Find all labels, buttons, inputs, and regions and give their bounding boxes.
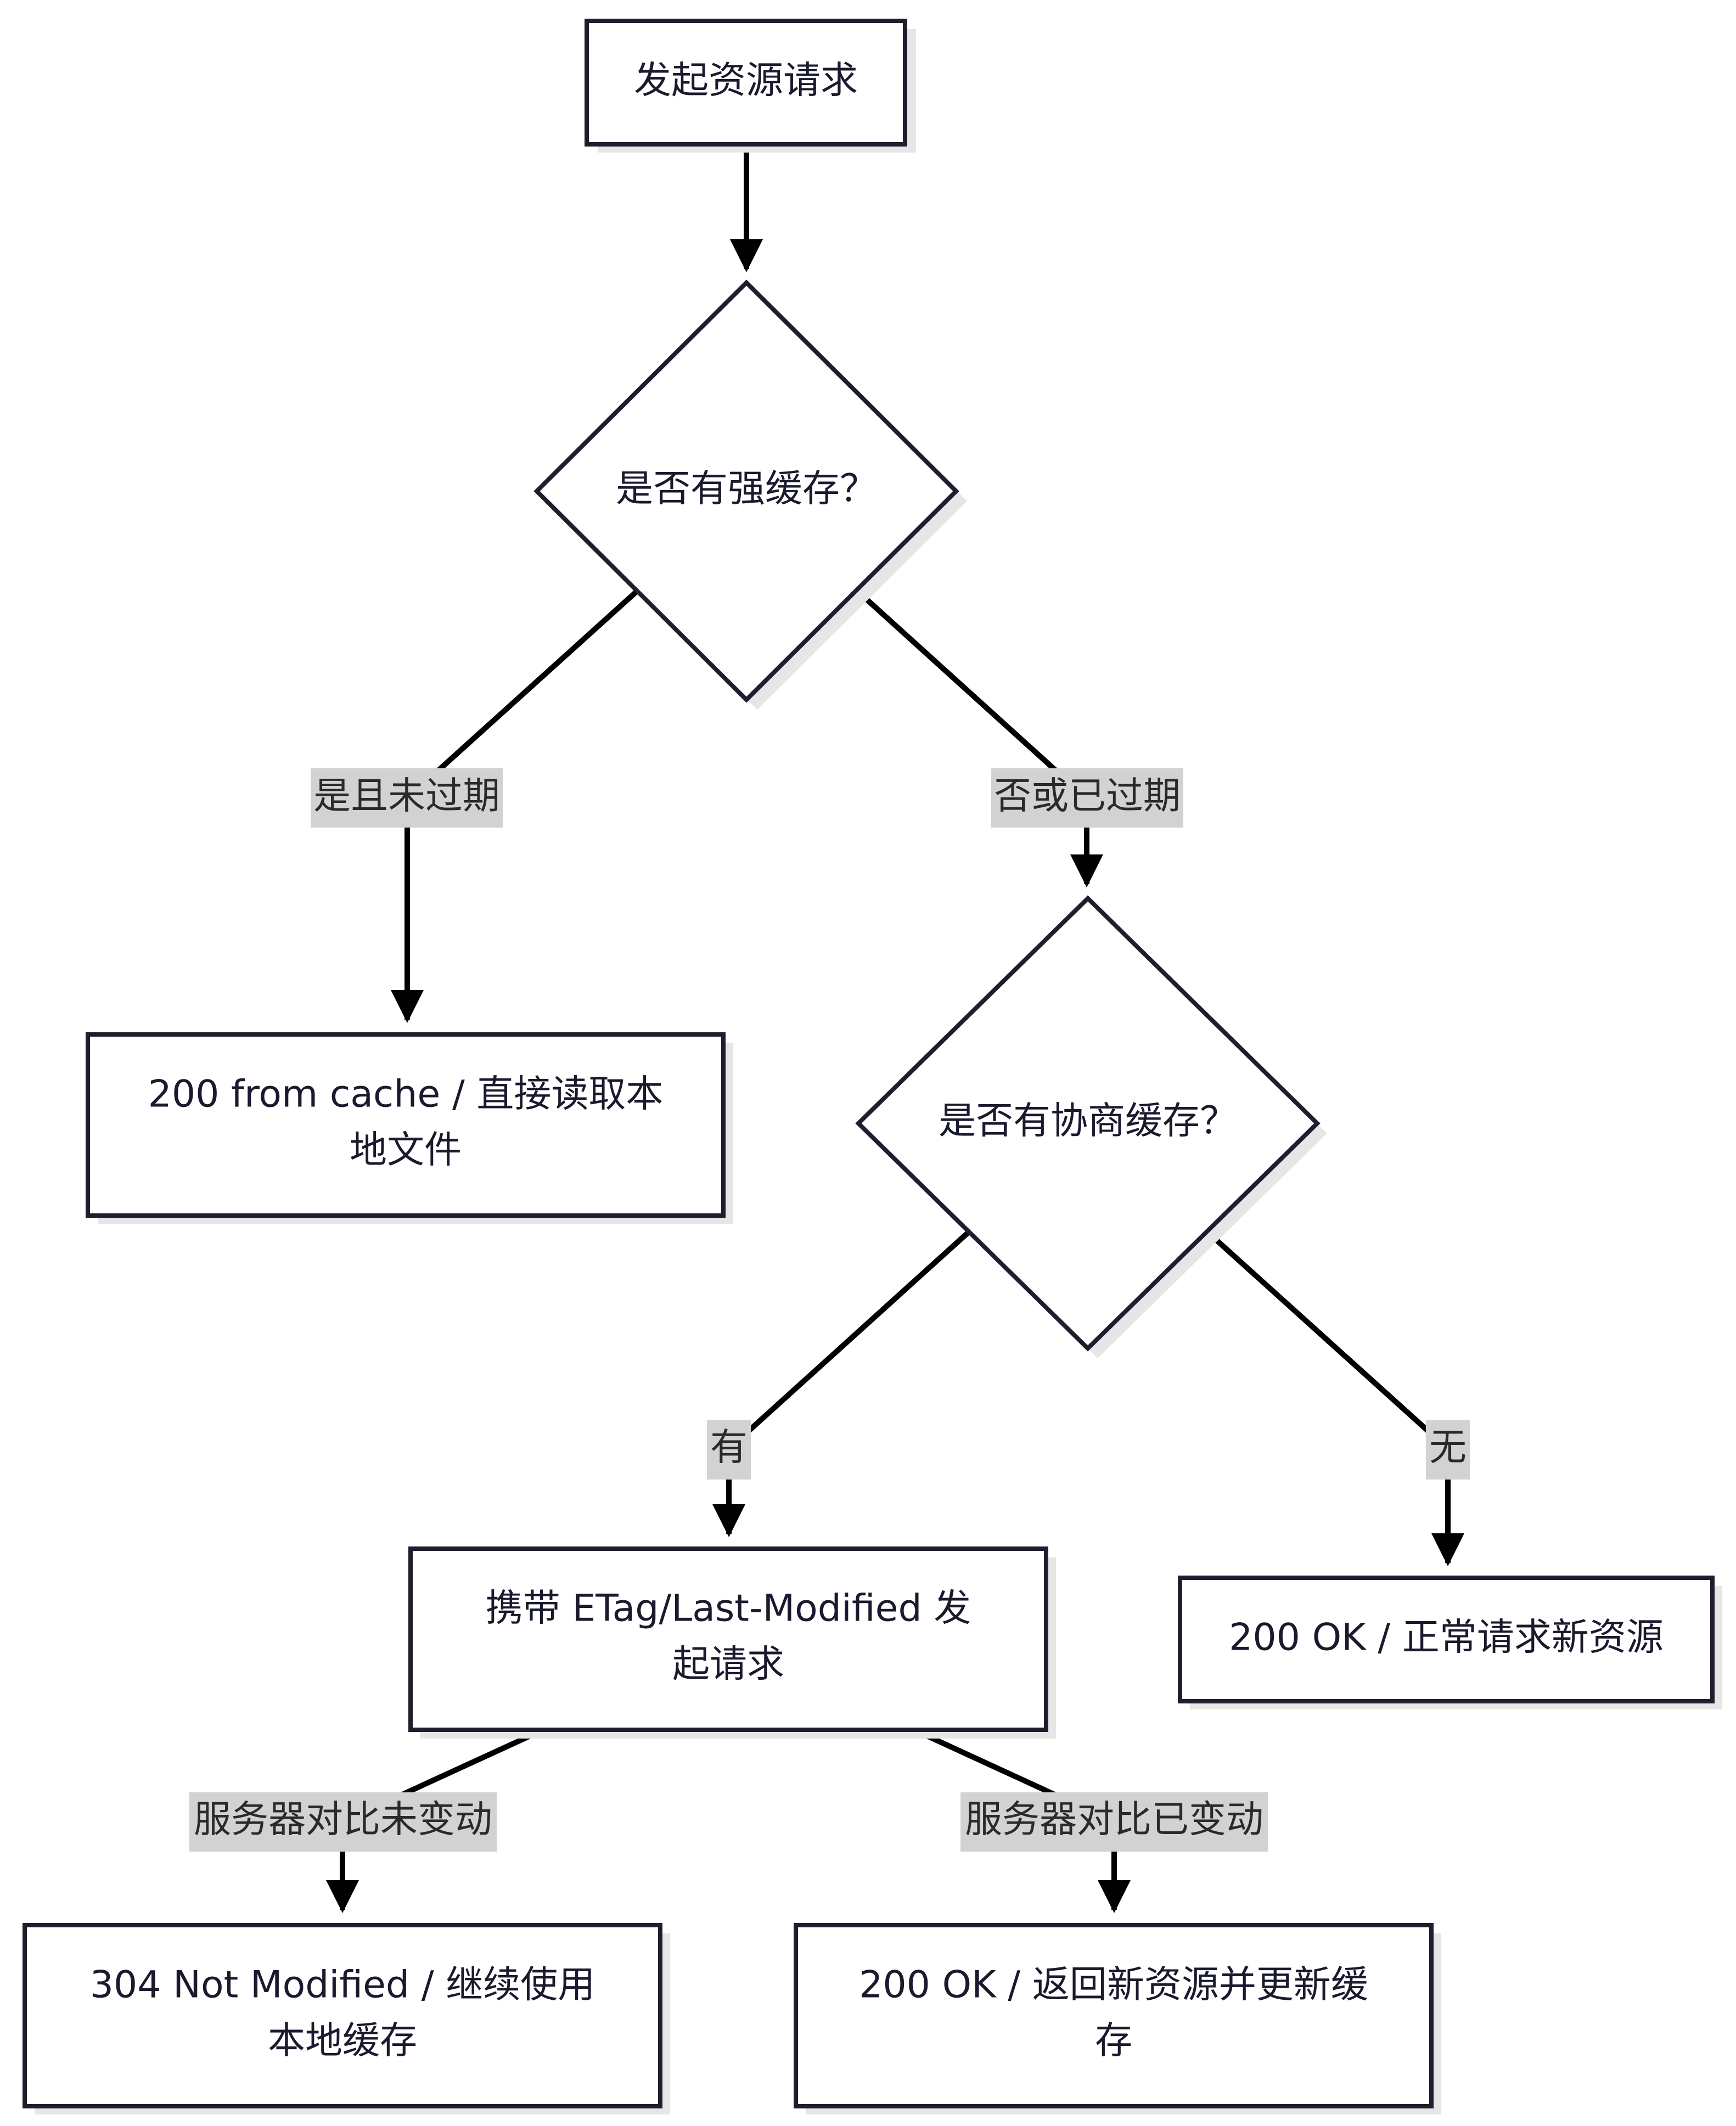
svg-text:304 Not Modified / 继续使用: 304 Not Modified / 继续使用 — [90, 1964, 595, 2007]
node-ok-normal: 200 OK / 正常请求新资源 — [1178, 1576, 1722, 1709]
node-conditional-request: 携带 ETag/Last-Modified 发 起请求 — [408, 1546, 1056, 1739]
svg-text:有: 有 — [710, 1426, 748, 1470]
edge-negotiate-yes — [712, 1230, 971, 1537]
edge-label-changed: 服务器对比已变动 — [960, 1792, 1268, 1852]
node-strong-cache-decision: 是否有强缓存？ — [533, 279, 967, 710]
node-from-cache: 200 from cache / 直接读取本 地文件 — [86, 1032, 733, 1224]
node-ok-new: 200 OK / 返回新资源并更新缓 存 — [794, 1923, 1441, 2114]
svg-text:是且未过期: 是且未过期 — [313, 775, 500, 818]
svg-text:携带 ETag/Last-Modified 发: 携带 ETag/Last-Modified 发 — [486, 1587, 971, 1630]
svg-text:是否有协商缓存？: 是否有协商缓存？ — [939, 1100, 1237, 1143]
svg-text:服务器对比已变动: 服务器对比已变动 — [965, 1798, 1263, 1842]
edge-label-no-negotiate: 无 — [1426, 1420, 1470, 1480]
svg-text:本地缓存: 本地缓存 — [268, 2020, 417, 2063]
nodes: 发起资源请求 是否有强缓存？ 200 from cache / 直接读取本 地文… — [23, 19, 1722, 2114]
svg-text:起请求: 起请求 — [672, 1643, 784, 1686]
node-not-modified: 304 Not Modified / 继续使用 本地缓存 — [23, 1923, 670, 2114]
node-start: 发起资源请求 — [585, 19, 916, 153]
svg-text:200 from cache / 直接读取本: 200 from cache / 直接读取本 — [148, 1073, 664, 1116]
edge-strong-cache-expired — [854, 588, 1103, 887]
edge-label-has-negotiate: 有 — [707, 1420, 751, 1480]
edge-negotiate-no — [1205, 1230, 1464, 1566]
edge-label-unchanged: 服务器对比未变动 — [189, 1792, 497, 1852]
svg-text:200 OK / 返回新资源并更新缓: 200 OK / 返回新资源并更新缓 — [859, 1964, 1368, 2007]
svg-text:200 OK / 正常请求新资源: 200 OK / 正常请求新资源 — [1229, 1616, 1664, 1660]
svg-text:发起资源请求: 发起资源请求 — [634, 59, 858, 103]
edge-labels: 是且未过期 否或已过期 有 无 服务器对比未变动 服务器对比已变动 — [189, 768, 1470, 1852]
svg-text:存: 存 — [1095, 2020, 1132, 2063]
svg-text:服务器对比未变动: 服务器对比未变动 — [194, 1798, 492, 1842]
svg-text:否或已过期: 否或已过期 — [994, 775, 1181, 818]
svg-text:是否有强缓存？: 是否有强缓存？ — [616, 468, 877, 511]
edge-label-fresh: 是且未过期 — [311, 768, 503, 828]
svg-text:无: 无 — [1429, 1426, 1467, 1470]
edge-label-expired: 否或已过期 — [991, 768, 1183, 828]
svg-text:地文件: 地文件 — [350, 1129, 462, 1172]
node-negotiate-decision: 是否有协商缓存？ — [855, 895, 1327, 1358]
